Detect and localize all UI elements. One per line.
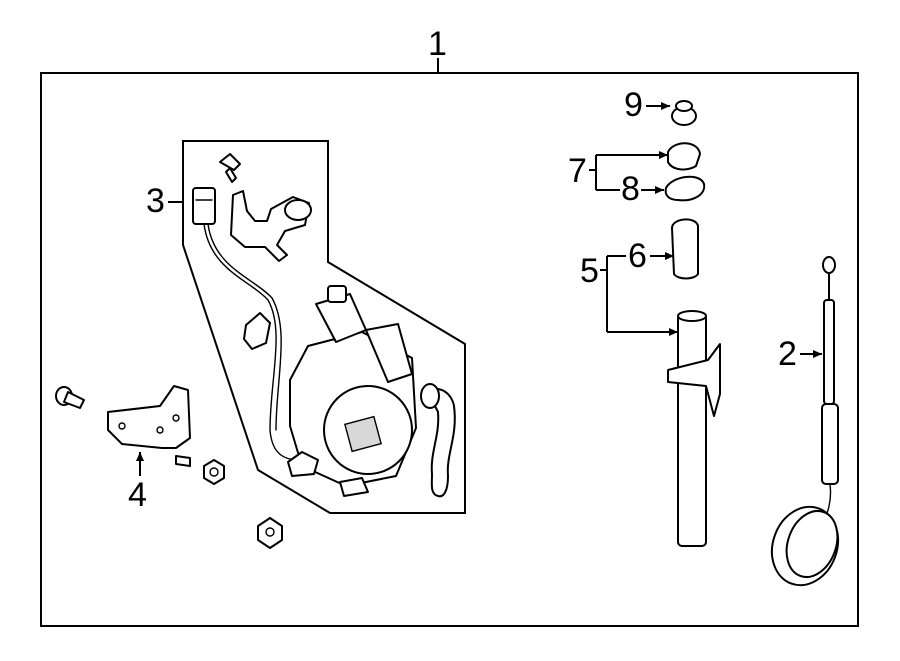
- svg-text:7: 7: [568, 152, 587, 190]
- wire-connector-part: [192, 187, 216, 225]
- assembly-frame: [40, 72, 859, 627]
- lower-nut: [257, 517, 283, 549]
- svg-text:5: 5: [580, 252, 599, 290]
- bracket-bolt: [55, 386, 85, 409]
- svg-text:6: 6: [628, 237, 647, 275]
- callout-5[interactable]: 5: [580, 252, 678, 336]
- part-5-mast-housing: [667, 310, 721, 547]
- part-8-ring: [664, 175, 706, 202]
- svg-text:1: 1: [428, 25, 447, 63]
- bracket-stud: [175, 455, 191, 467]
- motor-subassembly-outline: [182, 140, 466, 514]
- part-6-sleeve: [671, 218, 699, 280]
- callout-4[interactable]: 4: [128, 452, 147, 514]
- wire-grommet: [243, 312, 271, 350]
- svg-text:8: 8: [621, 170, 640, 208]
- svg-text:2: 2: [778, 335, 797, 373]
- callout-8[interactable]: 8: [596, 170, 664, 208]
- motor-screw-part: [219, 153, 241, 183]
- motor-clip-bracket: [230, 190, 312, 262]
- callout-6[interactable]: 6: [628, 237, 674, 275]
- callout-9[interactable]: 9: [624, 86, 670, 124]
- motor-body: [287, 285, 417, 497]
- mounting-bracket: [107, 385, 191, 449]
- part-9-cap: [671, 100, 697, 126]
- antenna-motor-assembly: [192, 153, 456, 498]
- callout-7[interactable]: 7: [568, 151, 668, 190]
- callout-2[interactable]: 2: [778, 335, 822, 373]
- part-7-bushing: [667, 142, 701, 171]
- part-2-antenna-mast: [770, 256, 840, 587]
- hex-nut: [203, 459, 225, 485]
- svg-text:9: 9: [624, 86, 643, 124]
- svg-text:4: 4: [128, 476, 147, 514]
- wire-harness: [203, 223, 301, 461]
- drain-tube: [427, 388, 456, 498]
- svg-text:3: 3: [146, 182, 165, 220]
- callout-1[interactable]: 1: [428, 25, 447, 73]
- callout-3[interactable]: 3: [146, 182, 183, 220]
